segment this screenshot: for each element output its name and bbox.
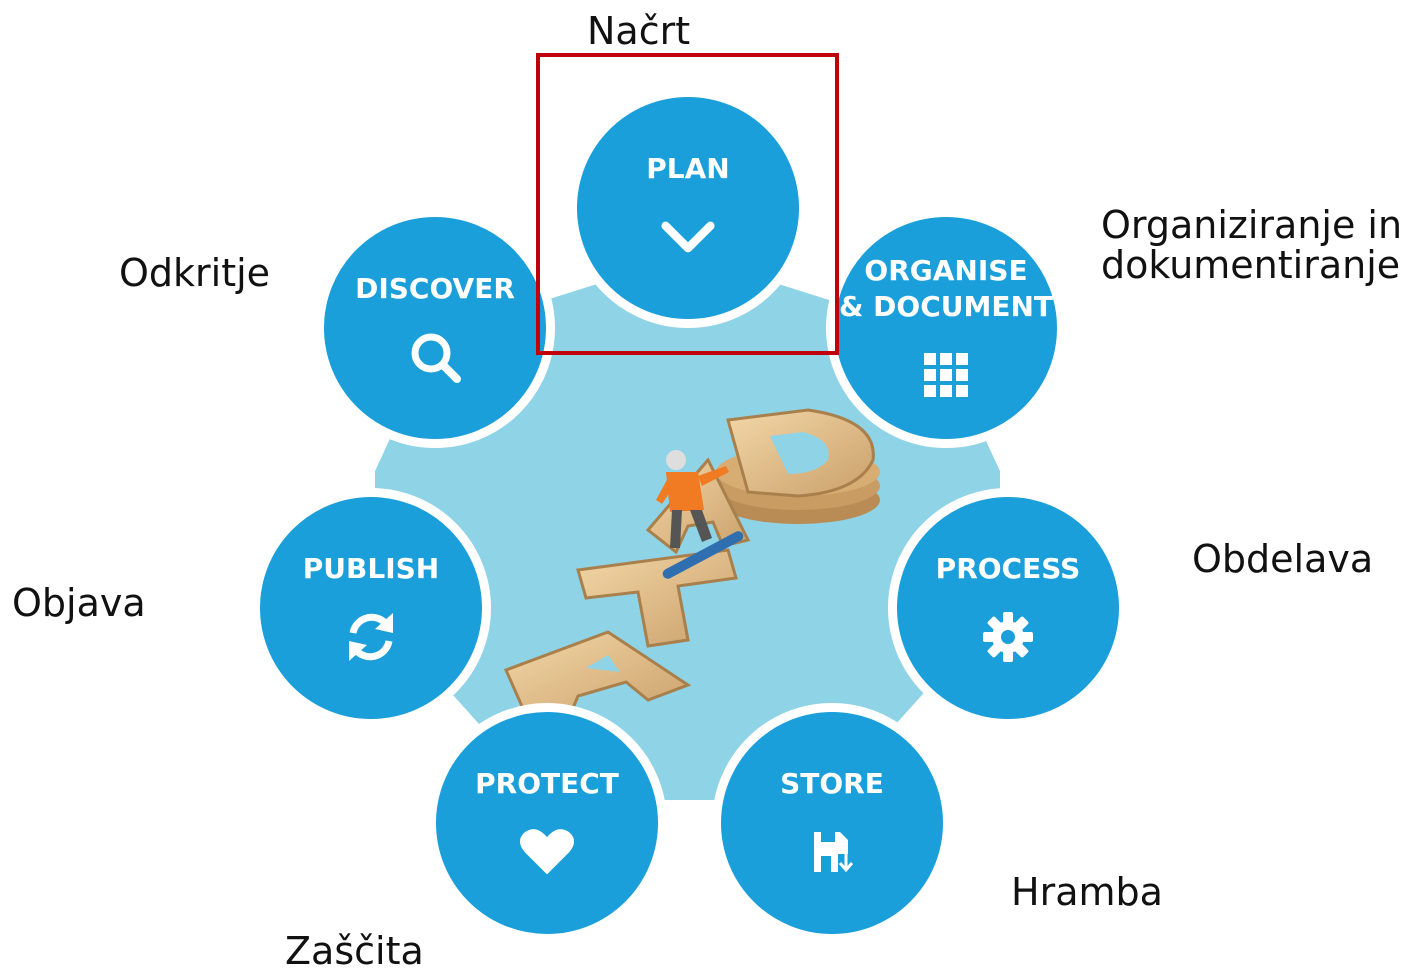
node-plan[interactable]: PLAN (568, 88, 808, 328)
snowboarder-figure (656, 450, 744, 579)
node-organise-label: ORGANISE & DOCUMENT (838, 253, 1054, 323)
search-icon (407, 329, 463, 385)
node-store-label: STORE (780, 766, 884, 800)
node-store[interactable]: STORE (712, 703, 952, 943)
refresh-icon (343, 609, 399, 665)
caption-plan: Načrt (587, 9, 691, 53)
letter-a-bottom (503, 630, 692, 720)
caption-process: Obdelava (1192, 537, 1374, 581)
node-publish-label: PUBLISH (302, 551, 440, 585)
caption-organise: Organiziranje in dokumentiranje (1101, 203, 1403, 287)
node-protect-label: PROTECT (475, 766, 619, 800)
caption-discover: Odkritje (119, 251, 271, 295)
node-process-label: PROCESS (935, 551, 1081, 585)
plan-highlight-box (536, 53, 839, 355)
node-protect[interactable]: PROTECT (427, 703, 667, 943)
caption-store: Hramba (1011, 870, 1163, 914)
heart-icon (519, 824, 575, 880)
node-organise-document[interactable]: ORGANISE & DOCUMENT (826, 208, 1066, 448)
letter-t (576, 548, 738, 648)
save-icon (804, 824, 860, 880)
caption-protect: Zaščita (285, 929, 424, 973)
data-letters-illustration (503, 408, 880, 720)
gear-icon (980, 609, 1036, 665)
node-discover-label: DISCOVER (355, 271, 515, 305)
node-process[interactable]: PROCESS (888, 488, 1128, 728)
node-publish[interactable]: PUBLISH (251, 488, 491, 728)
caption-publish: Objava (12, 581, 146, 625)
chevron-down-icon (660, 209, 716, 265)
node-plan-label: PLAN (646, 151, 730, 185)
grid-icon (918, 347, 974, 403)
node-discover[interactable]: DISCOVER (315, 208, 555, 448)
letter-d-stack (716, 408, 880, 524)
